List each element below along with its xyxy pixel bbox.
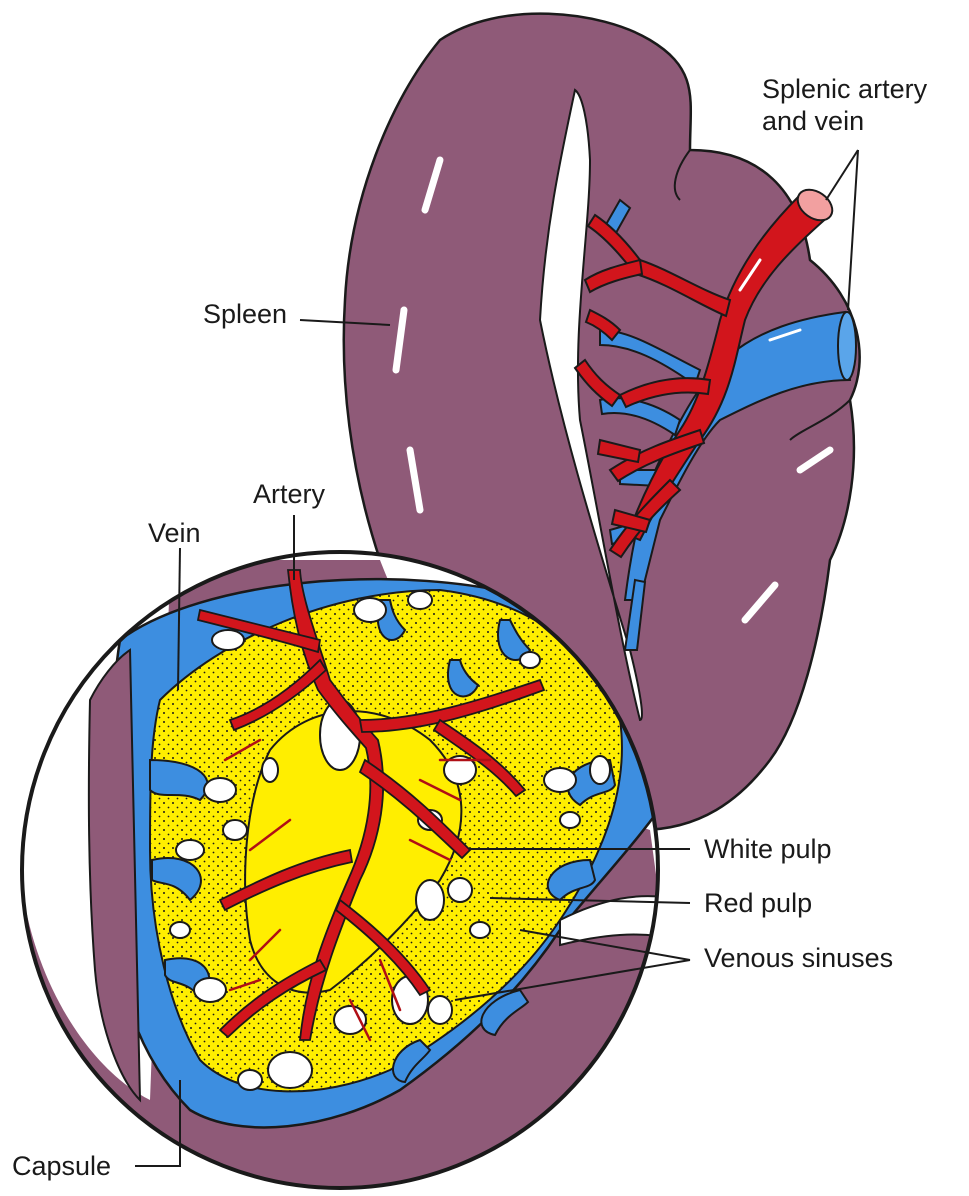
label-and-vein: and vein — [762, 106, 864, 136]
label-artery: Artery — [253, 479, 326, 509]
label-white-pulp: White pulp — [704, 834, 832, 864]
label-capsule: Capsule — [12, 1151, 111, 1181]
label-venous-sinuses: Venous sinuses — [704, 943, 893, 973]
label-splenic-artery: Splenic artery — [762, 74, 928, 104]
label-red-pulp: Red pulp — [704, 888, 812, 918]
label-spleen: Spleen — [203, 299, 287, 329]
label-vein: Vein — [148, 518, 201, 548]
